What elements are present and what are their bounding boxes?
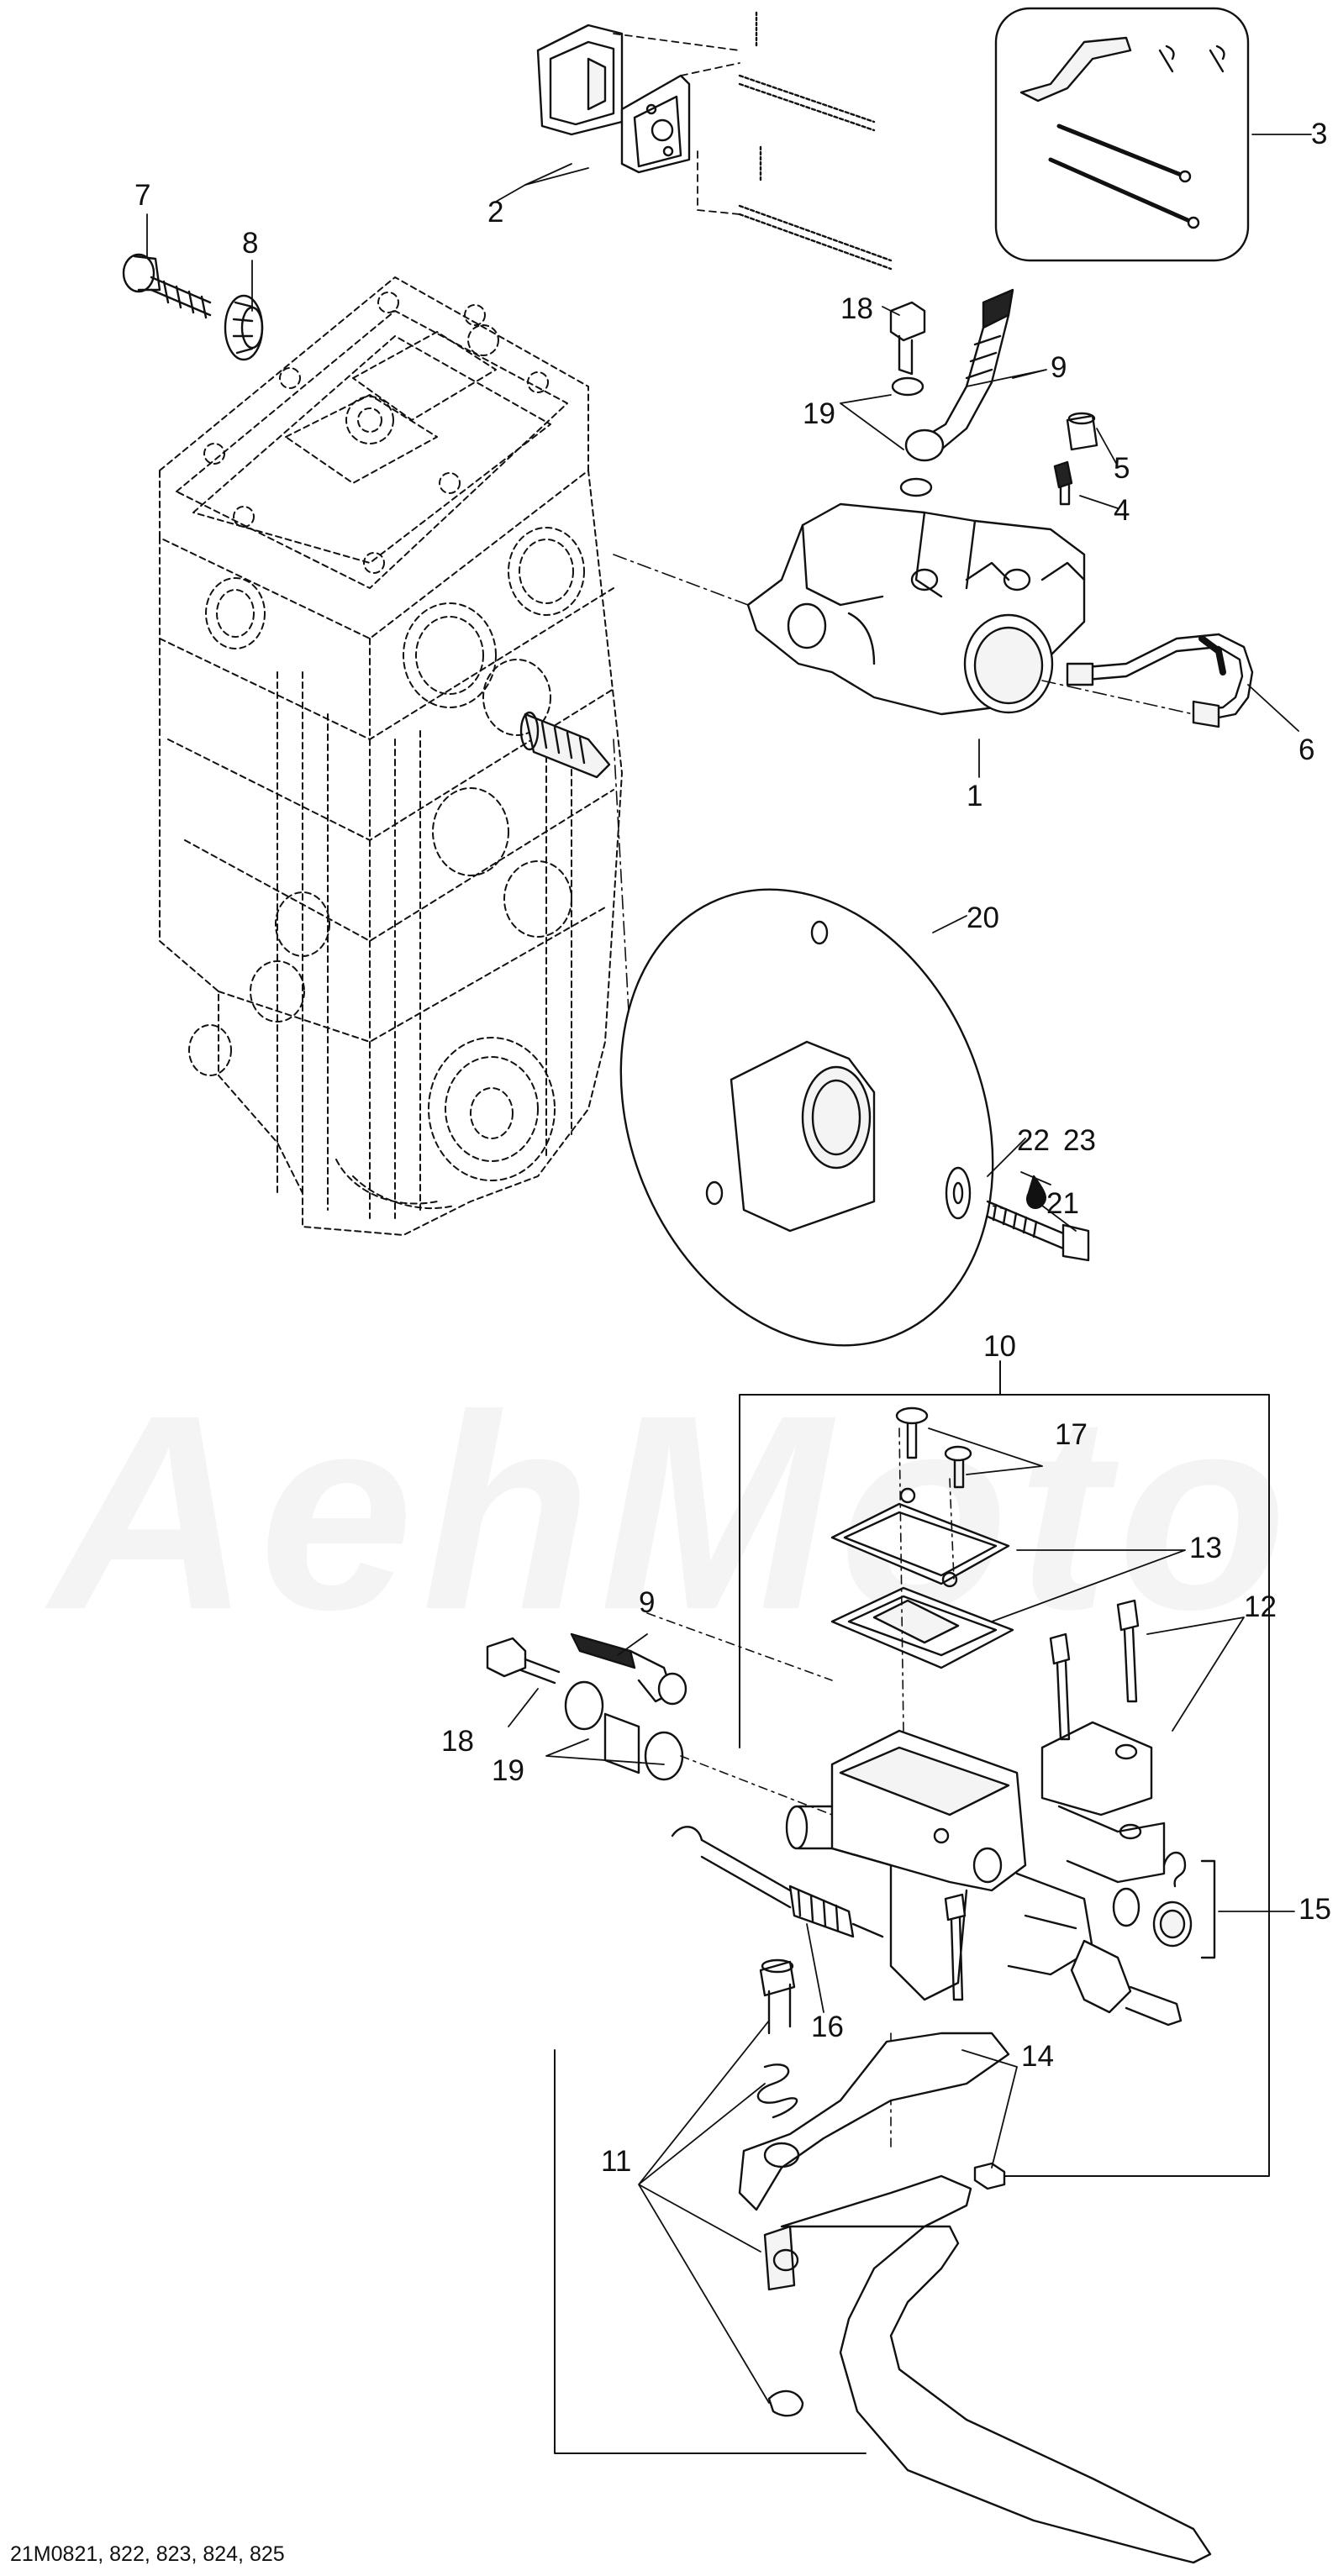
washers-top: [891, 376, 933, 497]
lever-boot: [1070, 1939, 1183, 2027]
callout-3: 3: [1311, 118, 1328, 150]
handlebar-clamp: [1040, 1599, 1166, 1884]
callout-12: 12: [1244, 1590, 1277, 1623]
gearbox-housing: [159, 276, 623, 1236]
brake-pads: [536, 11, 893, 271]
callout-20: 20: [967, 902, 999, 934]
assembly-frame-10: [554, 1360, 1270, 2454]
callout-21: 21: [1046, 1187, 1079, 1220]
callout-14: 14: [1021, 2040, 1054, 2073]
threadlocker-drop: [1026, 1175, 1047, 1209]
brake-hose-top: [904, 288, 1014, 462]
banjo-bolt-top: [889, 301, 926, 376]
callout-17: 17: [1055, 1418, 1088, 1451]
callout-5: 5: [1114, 452, 1130, 485]
callout-4: 4: [1114, 494, 1130, 527]
callout-9-bottom: 9: [639, 1586, 656, 1619]
bolt-7: [122, 253, 212, 319]
cover-screws: [895, 1406, 972, 1489]
callout-13: 13: [1189, 1532, 1222, 1564]
callout-18-top: 18: [840, 292, 873, 325]
washer-22: [945, 1166, 972, 1220]
brake-disc: [619, 888, 994, 1347]
callout-18-bottom: 18: [441, 1725, 474, 1758]
master-cylinder-body: [785, 1729, 1094, 2001]
callout-1: 1: [967, 780, 983, 812]
callout-6: 6: [1298, 733, 1315, 766]
callout-2: 2: [487, 196, 504, 229]
callout-11: 11: [601, 2145, 632, 2178]
pushrod: [671, 1826, 884, 1938]
callout-10: 10: [983, 1330, 1016, 1363]
callout-16: 16: [811, 2011, 844, 2043]
splined-shaft: [519, 711, 611, 779]
brake-lever: [738, 2032, 1212, 2564]
mc-projection-lines: [646, 1427, 955, 2152]
callout-8: 8: [242, 227, 259, 260]
banjo-bolt-bottom: [486, 1637, 561, 1685]
plug-and-clip: [1112, 1851, 1216, 1959]
brake-line: [1066, 633, 1254, 728]
brake-caliper: [746, 502, 1086, 716]
callout-15: 15: [1298, 1893, 1331, 1926]
figure-code: 21M0821, 822, 823, 824, 825: [10, 2542, 285, 2566]
callout-22: 22: [1017, 1124, 1050, 1157]
bleeder-screw: [1053, 460, 1073, 506]
bleeder-cap: [1066, 412, 1098, 451]
brake-hose-bottom: [570, 1632, 687, 1706]
callout-19-bottom: 19: [492, 1754, 524, 1787]
kit-frame: [994, 7, 1250, 262]
callout-9-top: 9: [1051, 351, 1067, 384]
callout-7: 7: [134, 179, 151, 212]
pivot-bolt-14: [944, 1893, 1006, 2190]
callout-19-top: 19: [803, 397, 835, 430]
bolt-21: [986, 1200, 1090, 1262]
reservoir-cover: [830, 1487, 1014, 1669]
washer-8: [224, 294, 264, 361]
lever-pivot-parts: [756, 1958, 804, 2417]
callout-23: 23: [1063, 1124, 1096, 1157]
leader-lines: [146, 134, 1312, 2404]
